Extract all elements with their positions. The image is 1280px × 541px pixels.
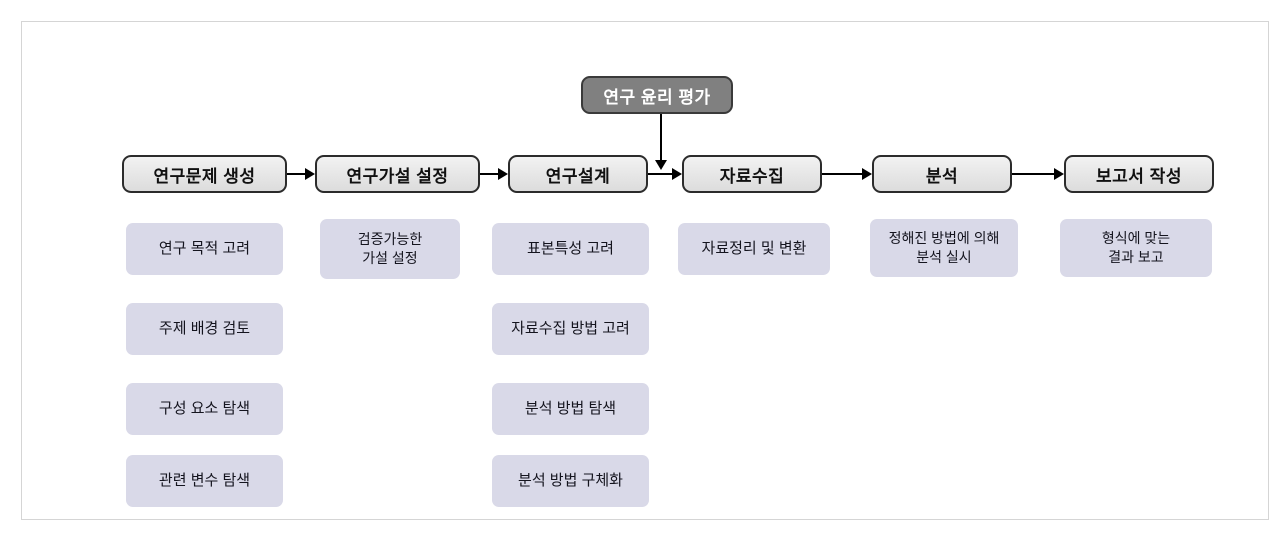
sub-item-label: 표본특성 고려: [527, 239, 614, 257]
flow-arrow-3-4: [648, 168, 682, 180]
flow-arrow-5-6: [1012, 168, 1064, 180]
stage-box-5[interactable]: 분석: [872, 155, 1012, 193]
sub-item-label: 관련 변수 탐색: [158, 471, 251, 489]
sub-item-label: 정해진 방법에 의해 분석 실시: [888, 230, 1000, 265]
stage-label-4: 자료수집: [719, 166, 785, 186]
stage-box-1[interactable]: 연구문제 생성: [122, 155, 287, 193]
flow-arrow-4-5: [822, 168, 872, 180]
sub-item-label: 자료정리 및 변환: [701, 239, 807, 257]
sub-item-label: 분석 방법 탐색: [524, 399, 617, 417]
sub-item-c4-r1[interactable]: 자료정리 및 변환: [678, 223, 830, 275]
stage-label-6: 보고서 작성: [1096, 166, 1182, 186]
stage-label-3: 연구설계: [545, 166, 611, 186]
sub-item-c1-r4[interactable]: 관련 변수 탐색: [126, 455, 283, 507]
sub-item-c1-r3[interactable]: 구성 요소 탐색: [126, 383, 283, 435]
sub-item-c2-r1[interactable]: 검증가능한 가설 설정: [320, 219, 460, 279]
stage-label-5: 분석: [925, 166, 959, 186]
stage-box-3[interactable]: 연구설계: [508, 155, 648, 193]
stage-box-4[interactable]: 자료수집: [682, 155, 822, 193]
sub-item-label: 형식에 맞는 결과 보고: [1101, 230, 1171, 265]
sub-item-label: 구성 요소 탐색: [158, 399, 251, 417]
sub-item-c5-r1[interactable]: 정해진 방법에 의해 분석 실시: [870, 219, 1018, 277]
diagram-frame: 연구 윤리 평가 연구문제 생성 연구가설 설정 연구설계 자료수집 분석 보고…: [21, 21, 1269, 520]
sub-item-c3-r3[interactable]: 분석 방법 탐색: [492, 383, 649, 435]
ethics-evaluation-label: 연구 윤리 평가: [603, 87, 711, 107]
sub-item-label: 자료수집 방법 고려: [511, 319, 630, 337]
sub-item-c3-r2[interactable]: 자료수집 방법 고려: [492, 303, 649, 355]
stage-label-1: 연구문제 생성: [153, 166, 256, 186]
sub-item-c1-r1[interactable]: 연구 목적 고려: [126, 223, 283, 275]
flow-arrow-2-3: [480, 168, 508, 180]
flow-arrow-1-2: [287, 168, 315, 180]
sub-item-label: 연구 목적 고려: [158, 239, 251, 257]
sub-item-c1-r2[interactable]: 주제 배경 검토: [126, 303, 283, 355]
stage-label-2: 연구가설 설정: [346, 166, 449, 186]
sub-item-label: 분석 방법 구체화: [518, 471, 623, 489]
sub-item-c3-r4[interactable]: 분석 방법 구체화: [492, 455, 649, 507]
sub-item-label: 주제 배경 검토: [158, 319, 251, 337]
sub-item-c3-r1[interactable]: 표본특성 고려: [492, 223, 649, 275]
sub-item-c6-r1[interactable]: 형식에 맞는 결과 보고: [1060, 219, 1212, 277]
ethics-evaluation-box: 연구 윤리 평가: [581, 76, 733, 114]
sub-item-label: 검증가능한 가설 설정: [357, 231, 423, 266]
ethics-connector-arrowhead: [655, 160, 667, 170]
stage-box-6[interactable]: 보고서 작성: [1064, 155, 1214, 193]
ethics-connector-line: [660, 114, 662, 162]
stage-box-2[interactable]: 연구가설 설정: [315, 155, 480, 193]
